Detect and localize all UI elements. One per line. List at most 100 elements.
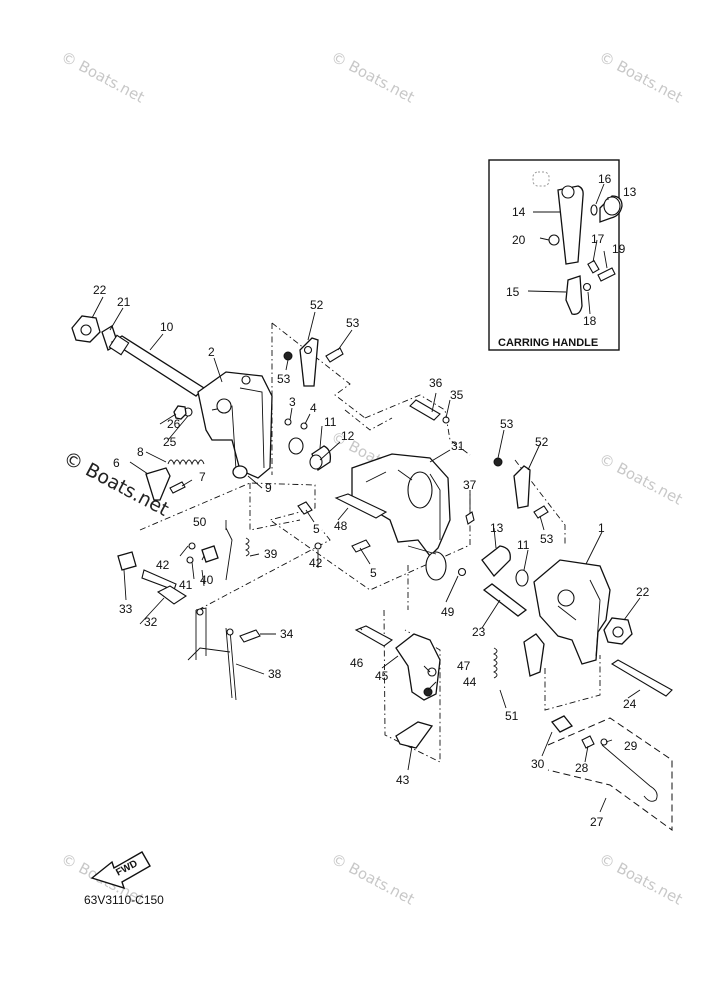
lever-38-hole-icon <box>196 608 204 616</box>
callout-47: 47 <box>457 659 471 673</box>
bolt-10-head-icon <box>108 334 130 356</box>
callout-23: 23 <box>472 625 486 639</box>
bolt-icon <box>597 267 616 282</box>
callout-12: 12 <box>341 429 355 443</box>
o-ring-icon <box>590 204 598 216</box>
bolt-7-icon <box>169 481 186 494</box>
callout-53b: 53 <box>277 372 291 386</box>
spring-50-icon <box>225 527 233 581</box>
washer-47-icon <box>427 667 437 677</box>
rod-23-icon <box>482 583 528 617</box>
callout-20: 20 <box>512 233 526 247</box>
bolt-46-icon <box>354 625 394 647</box>
nut-41-icon <box>186 556 194 564</box>
sleeve-end-icon <box>603 196 621 216</box>
bracket-2-bore-icon <box>216 398 232 414</box>
spring-39-icon <box>244 537 250 557</box>
callout-35: 35 <box>450 388 464 402</box>
bolt-36-icon <box>409 399 441 421</box>
clip-40-icon <box>201 545 219 563</box>
callout-14: 14 <box>512 205 526 219</box>
plate-52b-icon <box>513 465 531 509</box>
callout-13: 13 <box>623 185 637 199</box>
callout-2: 2 <box>208 345 215 359</box>
swivel-edges <box>365 469 441 540</box>
sleeve-13-icon <box>481 545 511 577</box>
callout-5b: 5 <box>370 566 377 580</box>
bushing-9-icon <box>232 465 248 479</box>
callout-41: 41 <box>179 578 193 592</box>
swivel-bore-icon <box>407 471 433 509</box>
callout-6: 6 <box>113 456 120 470</box>
washer-11b-icon <box>515 569 529 587</box>
spring-51-icon <box>492 647 498 679</box>
diagram-code: 63V3110-C150 <box>84 893 164 907</box>
block-33-icon <box>117 551 137 571</box>
callout-1: 1 <box>598 521 605 535</box>
bolt-53-head-icon <box>283 351 293 361</box>
callout-22: 22 <box>93 283 107 297</box>
grease-nipple-30-icon <box>550 715 574 733</box>
callout-52b: 52 <box>535 435 549 449</box>
watermark: © Boats.net <box>596 48 685 107</box>
callout-34: 34 <box>280 627 294 641</box>
washer-42b-icon <box>314 542 322 550</box>
outline-52-right <box>514 459 566 545</box>
pin-icon <box>587 259 600 274</box>
inset-frame <box>488 159 620 351</box>
collar-12-bore-icon <box>309 454 323 470</box>
callout-24: 24 <box>623 697 637 711</box>
bracket-1-edges <box>557 579 601 657</box>
clamp-bracket-2-icon <box>197 371 273 479</box>
lever-38-hole2-icon <box>226 628 234 636</box>
callout-31: 31 <box>451 439 465 453</box>
screw-49-icon <box>457 567 467 577</box>
fwd-arrow-icon <box>90 851 151 890</box>
carrying-handle-inset: 16 13 14 20 17 19 15 18 CARRING HANDLE <box>488 159 637 351</box>
nut-4-icon <box>300 422 308 430</box>
callout-19: 19 <box>612 242 626 256</box>
inset-leader-lines <box>527 183 609 315</box>
callout-17: 17 <box>591 232 605 246</box>
nut-icon <box>548 234 560 246</box>
nut-22-bore-icon <box>80 324 92 336</box>
callout-49: 49 <box>441 605 455 619</box>
callout-51: 51 <box>505 709 519 723</box>
swivel-shaft-icon <box>425 551 447 581</box>
leader-lines <box>91 296 641 813</box>
bolt-34-icon <box>239 629 261 643</box>
callout-53c: 53 <box>500 417 514 431</box>
lever-6-icon <box>145 467 171 501</box>
bolt-53-icon <box>325 347 344 363</box>
callout-18: 18 <box>583 314 597 328</box>
outline-27 <box>547 717 673 831</box>
callout-30: 30 <box>531 757 545 771</box>
callout-5: 5 <box>313 522 320 536</box>
callout-28: 28 <box>575 761 589 775</box>
washer-11-icon <box>288 437 304 455</box>
bracket-2-hole-icon <box>241 375 251 385</box>
handle-cap-icon <box>532 171 550 187</box>
bolt-32-icon <box>156 585 188 605</box>
pin-48-icon <box>334 493 388 519</box>
outline-38 <box>197 529 331 611</box>
callout-9: 9 <box>265 481 272 495</box>
bolt-5-icon <box>297 501 313 515</box>
callouts: 22 21 10 2 52 53 53 3 4 11 12 36 35 31 3… <box>93 283 650 829</box>
bolt-24-icon <box>610 659 673 697</box>
callout-22b: 22 <box>636 585 650 599</box>
callout-25: 25 <box>163 435 177 449</box>
plate-52-icon <box>299 337 319 387</box>
callout-26: 26 <box>167 417 181 431</box>
callout-36: 36 <box>429 376 443 390</box>
callout-42: 42 <box>156 558 170 572</box>
callout-32: 32 <box>144 615 158 629</box>
handle-pivot-icon <box>561 185 575 199</box>
watermark: © Boats.net <box>328 850 417 909</box>
bolt-53b-icon <box>533 505 549 519</box>
callout-27: 27 <box>590 815 604 829</box>
outline-36 <box>344 409 393 431</box>
bolt-37-icon <box>465 511 475 525</box>
callout-48: 48 <box>334 519 348 533</box>
nut-26-icon <box>173 405 187 420</box>
